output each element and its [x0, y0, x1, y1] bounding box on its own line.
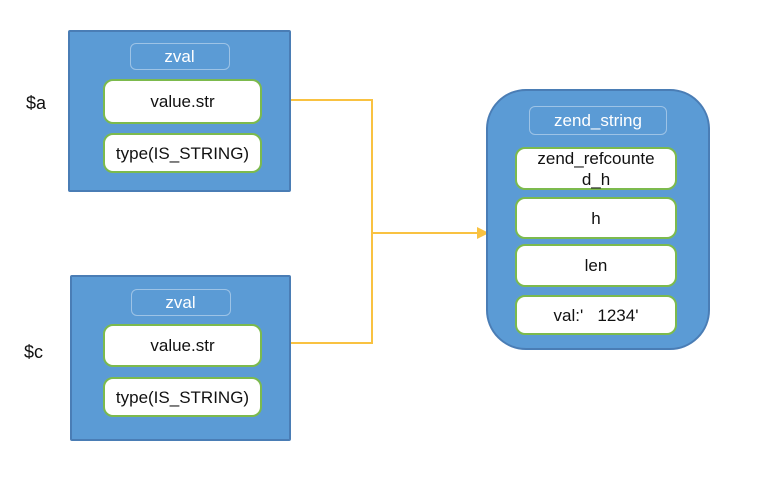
- zend-string-field-len-label: len: [584, 256, 608, 275]
- zend-string-field-refcounted-line2: d_h: [581, 169, 611, 189]
- var-label-a: $a: [26, 93, 47, 113]
- zend-string-field-h-label: h: [591, 208, 601, 228]
- zval-c-field-value-str-label: value.str: [150, 336, 215, 355]
- zval-a-field-type: type(IS_STRING): [103, 133, 262, 173]
- zend-string-field-val-label: val:' 1234': [553, 305, 639, 325]
- zval-box-c: zval value.str type(IS_STRING): [70, 275, 291, 441]
- zval-a-title-tag: zval: [129, 43, 230, 70]
- zend-string-field-h: h: [515, 197, 677, 239]
- zend-string-box: zend_string zend_refcounte d_h h len val…: [486, 89, 710, 350]
- zend-string-field-val: val:' 1234': [515, 295, 677, 335]
- zend-string-title-tag: zend_string: [529, 106, 667, 135]
- zend-string-field-len: len: [515, 244, 677, 287]
- var-label-c: $c: [24, 342, 44, 362]
- zend-string-field-refcounted: zend_refcounte d_h: [515, 147, 677, 190]
- zval-c-field-value-str: value.str: [103, 324, 262, 367]
- zval-a-field-type-label: type(IS_STRING): [115, 143, 250, 163]
- zval-c-title-tag: zval: [130, 289, 231, 316]
- zval-c-field-type-label: type(IS_STRING): [115, 387, 250, 407]
- zval-a-field-value-str: value.str: [103, 79, 262, 124]
- zend-string-field-refcounted-line1: zend_refcounte: [537, 148, 655, 168]
- zval-box-a: zval value.str type(IS_STRING): [68, 30, 291, 192]
- zval-a-field-value-str-label: value.str: [150, 92, 215, 111]
- zval-c-field-type: type(IS_STRING): [103, 377, 262, 417]
